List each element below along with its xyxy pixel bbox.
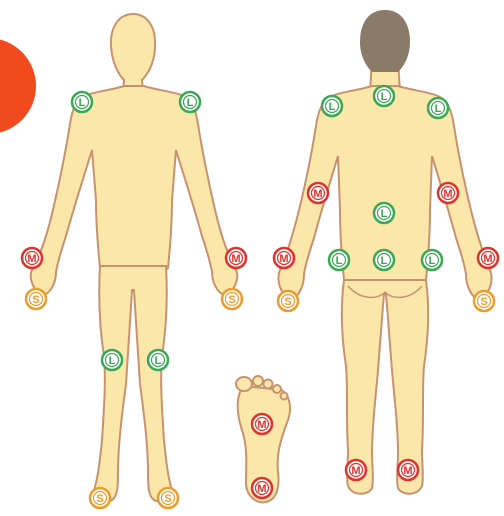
marker-label: M: [351, 465, 360, 477]
front-head: [111, 14, 155, 92]
marker-label: L: [329, 101, 336, 113]
foot-heel-m-marker: M: [252, 478, 272, 498]
back-left-hand-m-marker: M: [274, 248, 294, 268]
foot-toe-3: [264, 380, 273, 389]
marker-label: L: [381, 91, 388, 103]
back-lower-left-l-marker: L: [329, 250, 349, 270]
foot-toe-4: [273, 385, 281, 393]
marker-label: S: [164, 493, 171, 505]
foot-toe-2: [253, 376, 263, 386]
back-left-shoulder-l-marker: L: [322, 96, 342, 116]
back-head-hair: [360, 10, 410, 72]
back-right-heel-m-marker: M: [398, 460, 418, 480]
marker-label: M: [257, 483, 266, 495]
back-left-elbow-m-marker: M: [308, 183, 328, 203]
front-left-toes-s-marker: S: [90, 488, 110, 508]
back-right-fingertips-s-marker: S: [474, 291, 494, 311]
marker-label: L: [429, 255, 436, 267]
marker-label: M: [443, 188, 452, 200]
marker-label: L: [336, 255, 343, 267]
marker-label: M: [257, 419, 266, 431]
back-right-elbow-m-marker: M: [438, 183, 458, 203]
marker-label: L: [79, 97, 86, 109]
front-right-hand-m-marker: M: [226, 248, 246, 268]
marker-label: S: [228, 294, 235, 306]
marker-label: M: [27, 253, 36, 265]
marker-label: M: [279, 253, 288, 265]
marker-label: S: [96, 493, 103, 505]
front-torso: [31, 86, 238, 295]
marker-label: S: [284, 296, 291, 308]
front-left-knee-l-marker: L: [102, 350, 122, 370]
front-right-knee-l-marker: L: [148, 350, 168, 370]
marker-label: L: [187, 97, 194, 109]
marker-label: S: [32, 294, 39, 306]
back-neck-l-marker: L: [374, 86, 394, 106]
marker-label: M: [483, 253, 492, 265]
marker-label: L: [155, 355, 162, 367]
back-left-fingertips-s-marker: S: [278, 291, 298, 311]
front-legs: [93, 266, 172, 502]
marker-label: M: [313, 188, 322, 200]
front-right-shoulder-l-marker: L: [180, 92, 200, 112]
marker-label: L: [435, 103, 442, 115]
marker-label: M: [231, 253, 240, 265]
marker-label: S: [480, 296, 487, 308]
foot-ball-m-marker: M: [252, 414, 272, 434]
back-left-heel-m-marker: M: [346, 460, 366, 480]
front-body-figure: [31, 14, 238, 502]
front-left-hand-m-marker: M: [22, 248, 42, 268]
marker-label: L: [381, 255, 388, 267]
back-lower-center-l-marker: L: [374, 250, 394, 270]
marker-label: L: [381, 208, 388, 220]
marker-label: L: [109, 355, 116, 367]
foot-toe-5: [281, 393, 288, 400]
marker-label: M: [403, 465, 412, 477]
back-mid-spine-l-marker: L: [374, 203, 394, 223]
back-lower-right-l-marker: L: [422, 250, 442, 270]
back-right-shoulder-l-marker: L: [428, 98, 448, 118]
front-right-toes-s-marker: S: [158, 488, 178, 508]
foot-big-toe: [236, 377, 252, 391]
front-right-fingertips-s-marker: S: [222, 289, 242, 309]
front-left-shoulder-l-marker: L: [72, 92, 92, 112]
front-left-fingertips-s-marker: S: [26, 289, 46, 309]
back-right-hand-m-marker: M: [478, 248, 498, 268]
orange-corner-circle: [0, 38, 36, 134]
